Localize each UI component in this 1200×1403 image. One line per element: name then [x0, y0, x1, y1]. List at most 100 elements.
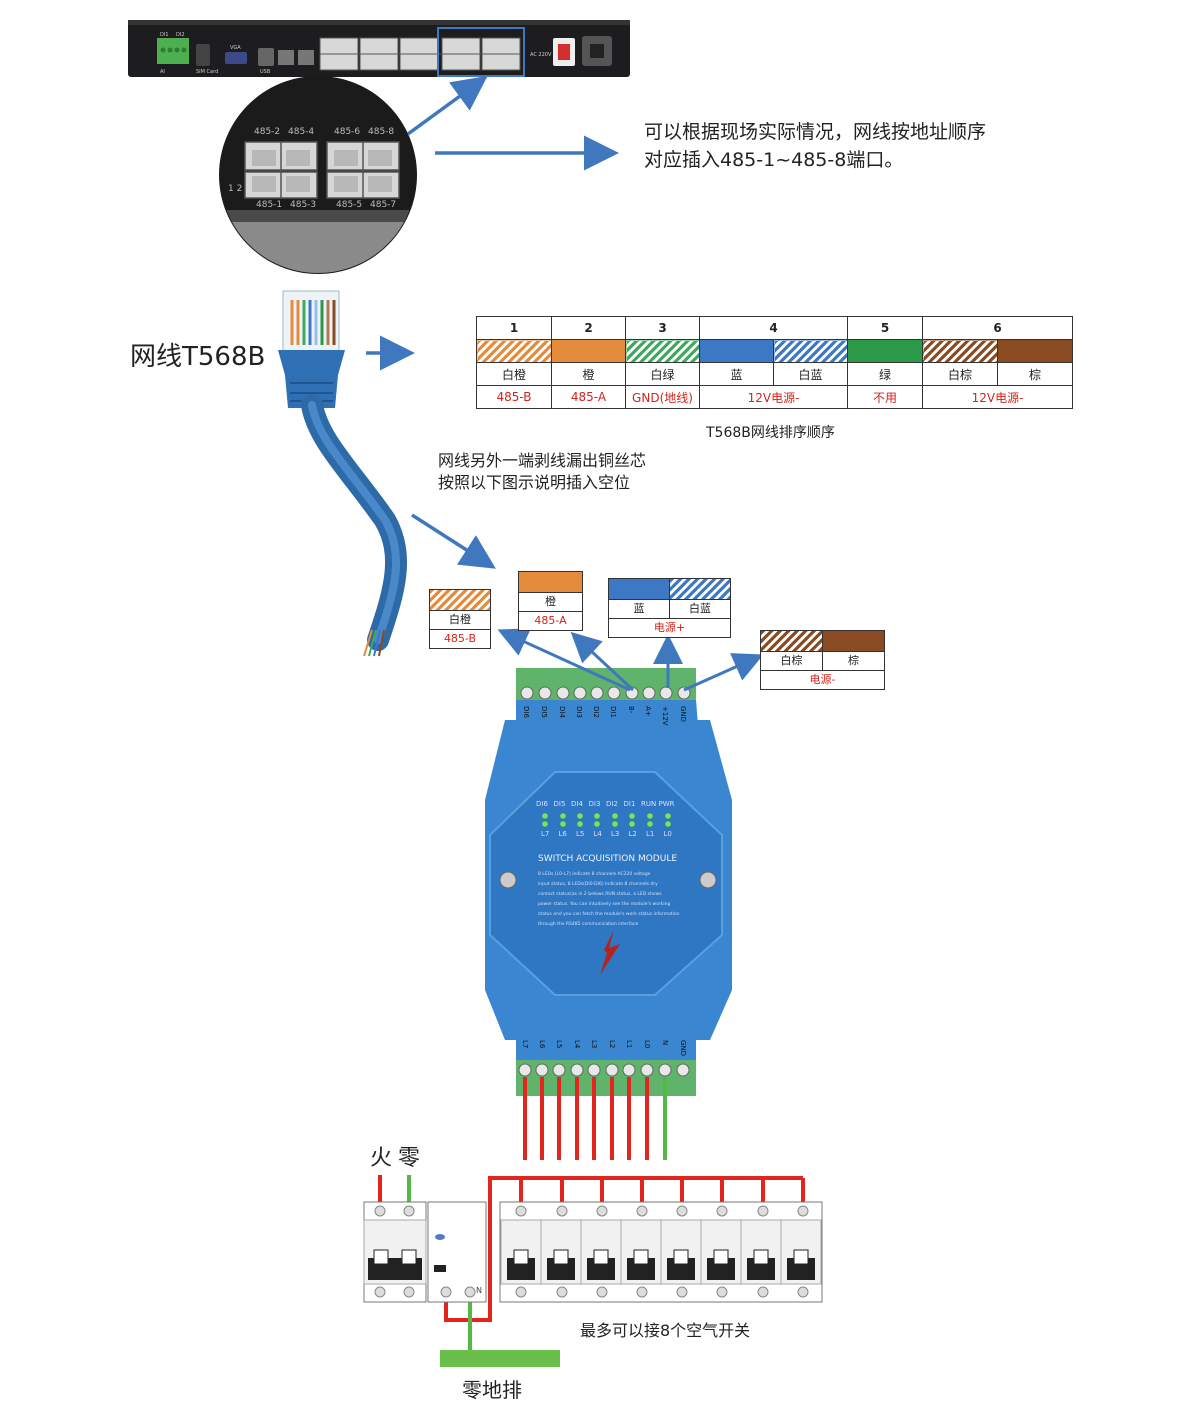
load-wires [523, 1077, 667, 1160]
port-zoom-circle [219, 76, 417, 274]
pin-function: 485-A [551, 385, 626, 409]
neutral-bar-label: 零地排 [462, 1378, 522, 1402]
zoom-label: 485-5 [336, 200, 363, 210]
leakage-module [427, 1201, 487, 1303]
device-label-sim: SIM Card [196, 69, 218, 75]
led-top-labels: DI6 DI5 DI4 DI3 DI2 DI1 RUN PWR [536, 800, 686, 808]
led-label: L7 [541, 830, 550, 838]
description-line: status and you can fetch the module's wo… [538, 912, 680, 917]
pin-header: 3 [625, 316, 700, 340]
led-label: L3 [611, 830, 620, 838]
zoom-side-label: 1 2 [228, 184, 243, 194]
live-bus [378, 1175, 805, 1322]
led-bottom-labels: L7 L6 L5 L4 L3 L2 L1 L0 [541, 830, 691, 838]
terminal-label: A+ [644, 706, 652, 717]
terminal-label: L3 [590, 1040, 598, 1049]
terminal-label: DI3 [575, 706, 583, 718]
color-name: 白橙 [476, 362, 552, 386]
device-label-usb: USB [260, 69, 271, 75]
color-name: 白棕 [922, 362, 999, 386]
device-label-di1: DI1 [160, 32, 169, 38]
swatch-white-green [625, 339, 700, 363]
card-swatch-row [609, 579, 730, 600]
swatch-blue [699, 339, 774, 363]
module-top-terminal-labels: DI6 DI5 DI4 DI3 DI2 DI1 B- A+ +12V GND [518, 706, 698, 740]
terminal-label: L0 [643, 1040, 651, 1049]
zoom-arrow [406, 75, 488, 136]
device-label-ai: AI [160, 69, 165, 75]
led-label: DI3 [588, 800, 601, 808]
led-label: RUN [641, 800, 657, 808]
pin-header: 4 [698, 316, 849, 340]
terminal-label: L4 [573, 1040, 581, 1049]
description-line: 8 LEDs (L0-L7) indicate 8 channels AC220… [538, 872, 651, 877]
pin-header: 2 [551, 316, 626, 340]
strip-instruction-line2: 按照以下图示说明插入空位 [438, 473, 631, 492]
module-title: SWITCH ACQUISITION MODULE [538, 854, 678, 864]
zoom-top-labels: 485-2 485-4 485-6 485-8 [254, 127, 404, 137]
main-breaker [363, 1201, 427, 1303]
neutral-label: 零 [398, 1146, 421, 1171]
pin-function: GND(地线) [625, 385, 700, 409]
color-name: 棕 [997, 362, 1074, 386]
card-swatch [519, 572, 582, 593]
rack-device [128, 20, 630, 77]
led-label: DI1 [623, 800, 636, 808]
card-swatch [609, 579, 670, 599]
pin-function: 12V电源- [922, 385, 1074, 409]
color-name: 蓝 [699, 362, 774, 386]
device-label-ac: AC 220V [530, 52, 552, 58]
led-label: L1 [646, 830, 655, 838]
card-function: 485-B [443, 632, 477, 645]
description-line: through the RS485 communication interfac… [538, 922, 639, 927]
card-swatch [670, 579, 730, 599]
live-label: 火 [370, 1146, 393, 1171]
card-color: 棕 [848, 654, 859, 667]
zoom-bottom-labels: 485-1 485-3 485-5 485-7 [256, 200, 406, 210]
swatch-orange [551, 339, 626, 363]
status-leds [542, 813, 671, 827]
zoom-label: 485-4 [288, 127, 315, 137]
port-instruction-line2: 对应插入485-1~485-8端口。 [644, 149, 904, 171]
terminal-label: L6 [538, 1040, 546, 1049]
strip-arrow [411, 513, 496, 569]
terminal-label: DI6 [522, 706, 530, 718]
zoom-label: 485-3 [290, 200, 317, 210]
led-label: PWR [658, 800, 675, 808]
zoom-label: 485-2 [254, 127, 281, 137]
card-color-row: 白棕 棕 [761, 652, 884, 671]
stripped-wires [363, 629, 385, 657]
swatch-white-brown [922, 339, 999, 363]
color-name: 橙 [551, 362, 626, 386]
swatch-brown [997, 339, 1074, 363]
device-label-vga: VGA [230, 45, 241, 51]
module-bottom-terminal-labels: L7 L6 L5 L4 L3 L2 L1 L0 N GND [518, 1040, 698, 1060]
terminal-label: B- [627, 706, 635, 714]
card-color: 蓝 [609, 600, 670, 618]
arrow-a-plus [570, 631, 635, 692]
description-line: power status. You can intuitively see th… [538, 902, 671, 907]
led-label: L4 [593, 830, 602, 838]
led-label: L5 [576, 830, 585, 838]
card-color: 橙 [519, 593, 582, 612]
pin-function: 485-B [476, 385, 552, 409]
pin-function: 不用 [847, 385, 924, 409]
zoom-label: 485-8 [368, 127, 395, 137]
led-label: DI4 [571, 800, 583, 808]
led-label: L2 [628, 830, 637, 838]
led-label: L0 [663, 830, 672, 838]
swatch-green [847, 339, 924, 363]
module-description: 8 LEDs (L0-L7) indicate 8 channels AC220… [538, 870, 713, 930]
swatch-white-orange [476, 339, 552, 363]
strip-instruction-line1: 网线另外一端剥线漏出铜丝芯 [438, 451, 647, 470]
pin-header: 1 [476, 316, 552, 340]
card-function: 电源+ [653, 621, 686, 634]
led-label: L6 [558, 830, 567, 838]
wire-card-485b: 白橙 485-B [429, 589, 491, 649]
pinout-caption: T568B网线排序顺序 [706, 425, 835, 441]
device-label-di2: DI2 [176, 32, 185, 38]
card-color: 白棕 [761, 652, 823, 670]
terminal-label: GND [679, 706, 687, 723]
arrow-b-minus [497, 628, 631, 692]
